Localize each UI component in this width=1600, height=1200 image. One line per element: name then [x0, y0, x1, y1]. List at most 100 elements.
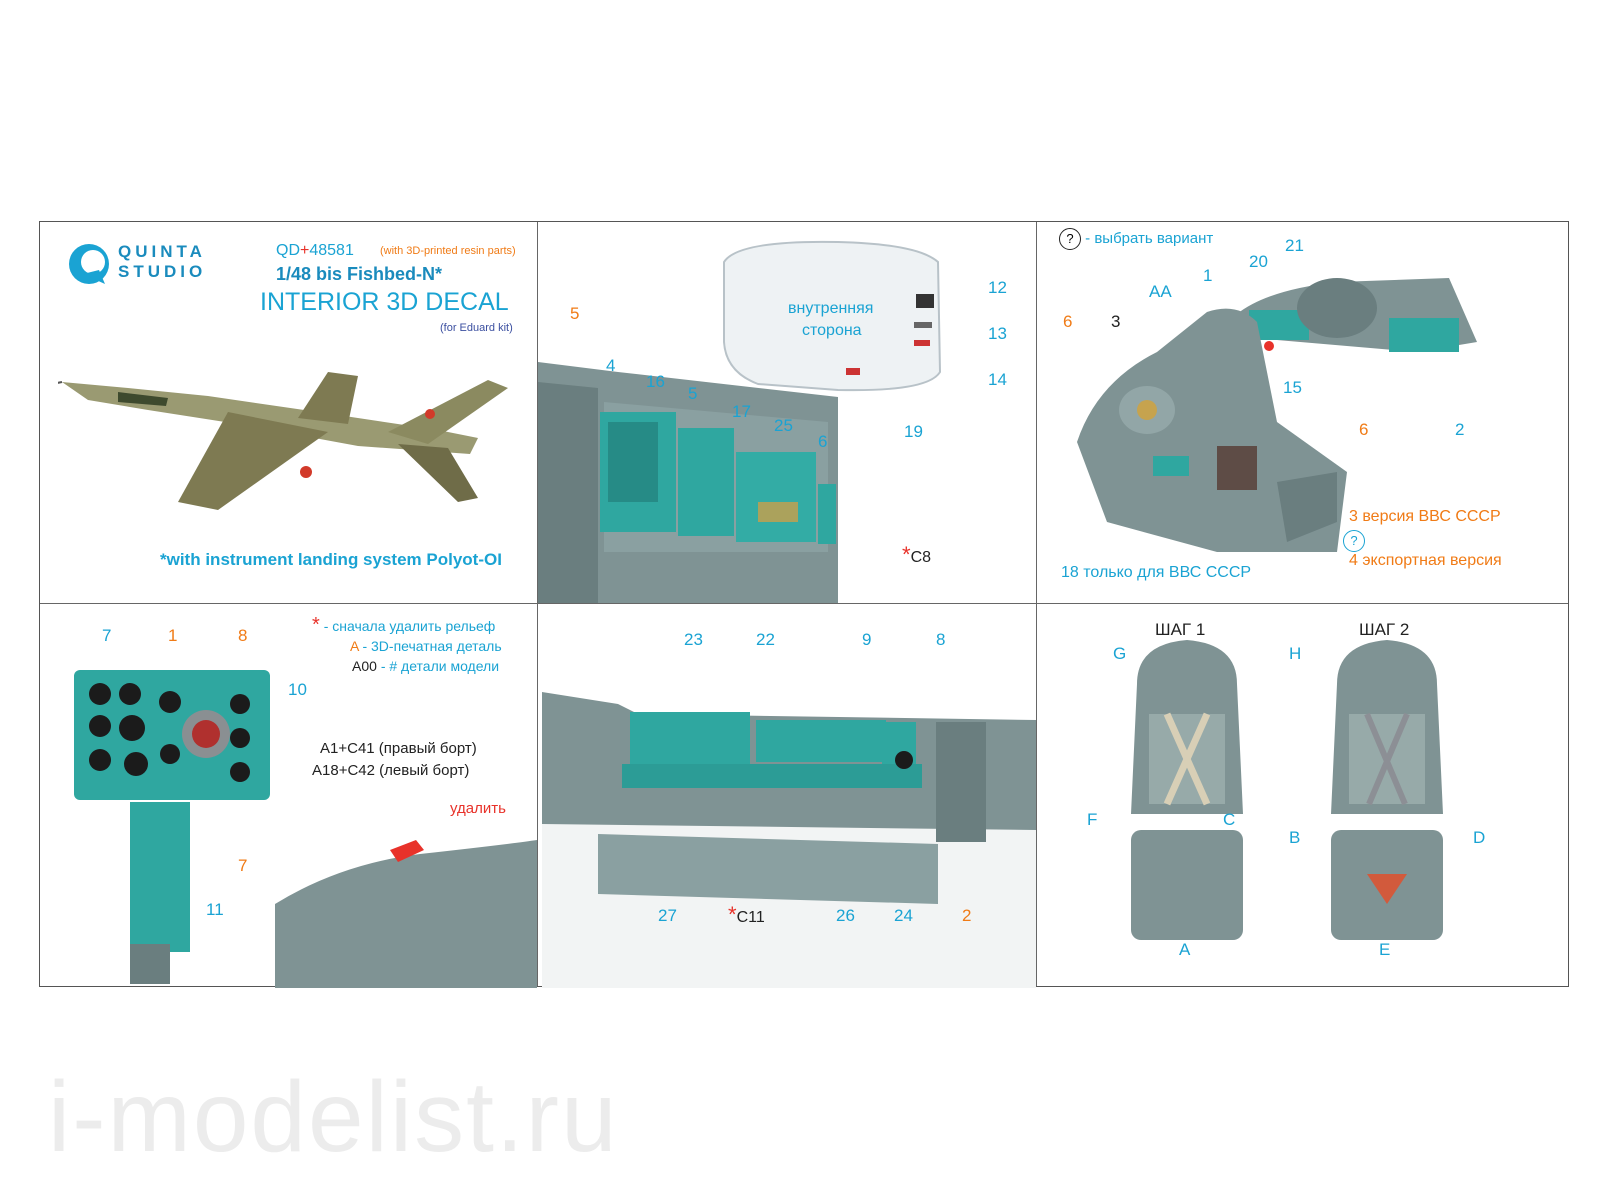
main-title: INTERIOR 3D DECAL: [260, 288, 509, 316]
part-label: E: [1379, 940, 1391, 959]
part-label: 17: [732, 402, 751, 421]
question-circle-icon: ?: [1343, 530, 1365, 552]
part-label: 23: [684, 630, 703, 649]
part-label: 8: [936, 630, 946, 649]
footnote: *with instrument landing system Polyot-O…: [160, 550, 502, 569]
resin-note: (with 3D-printed resin parts): [380, 245, 516, 257]
part-label: 22: [756, 630, 775, 649]
tub-illustration: [1077, 278, 1477, 552]
part-label: 13: [988, 324, 1007, 343]
version-3: 3 версия ВВС СССР: [1349, 508, 1501, 525]
c8-label: C8: [910, 549, 932, 566]
part-label: 10: [288, 680, 307, 699]
quinta-logo-icon: [69, 244, 109, 284]
part-label: 26: [836, 906, 855, 925]
legend-choose-text: - выбрать вариант: [1085, 230, 1214, 247]
grid-divider: [1036, 222, 1037, 986]
part-label: 1: [168, 626, 178, 645]
canopy-text-2: сторона: [802, 322, 862, 339]
legend-text: - # детали модели: [380, 658, 500, 674]
legend-row-a00: A00 - # детали модели: [352, 658, 499, 674]
part-label: D: [1473, 828, 1486, 847]
part-label: 3: [1111, 312, 1121, 331]
part-label: 25: [774, 416, 793, 435]
console-illustration: [538, 240, 942, 603]
c11-label: C11: [736, 909, 765, 926]
part-label: 5: [688, 384, 698, 403]
code-plus: +: [300, 242, 310, 259]
step-1: ШАГ 1: [1155, 620, 1206, 639]
legend-text: - 3D-печатная деталь: [362, 638, 502, 654]
part-label: 2: [1455, 420, 1465, 439]
right-side-note: A1+C41 (правый борт): [320, 740, 477, 757]
part-label: G: [1113, 644, 1127, 663]
legend-choose: ? - выбрать вариант: [1059, 228, 1213, 250]
part-label: B: [1289, 828, 1301, 847]
code-number: 48581: [309, 242, 354, 259]
part-label: 15: [1283, 378, 1302, 397]
right-console-illustration: [542, 692, 1036, 988]
ussr-only-note: 18 только для ВВС СССР: [1061, 564, 1252, 581]
star-mark: *: [728, 902, 737, 927]
part-label: 19: [904, 422, 923, 441]
part-label: F: [1087, 810, 1098, 829]
panel-instrument: 7 1 8 10 7 11 * - сначала удалить рельеф…: [40, 604, 537, 988]
product-code: QD+48581: [276, 242, 354, 260]
remove-note: удалить: [450, 800, 506, 817]
panel-cockpit-tub: ? - выбрать вариант 21 20 1 AA 6 3 15 6 …: [1037, 222, 1570, 603]
canopy-text-1: внутренняя: [788, 300, 874, 317]
grid-divider: [40, 603, 1568, 604]
code-prefix: QD: [276, 242, 300, 259]
part-label: 6: [1063, 312, 1073, 331]
seat-illustration: [1131, 640, 1443, 940]
legend-key: A00: [352, 658, 377, 674]
part-label: C: [1223, 810, 1236, 829]
part-label: 6: [1359, 420, 1369, 439]
part-label: 7: [102, 626, 112, 645]
part-label: 21: [1285, 236, 1304, 255]
panel-header: QUINTA STUDIO QD+48581 (with 3D-printed …: [40, 222, 537, 603]
part-label: A: [1179, 940, 1191, 959]
panel-side-console: внутренняя сторона 5 4 16 5 17 25 6 12 1…: [538, 222, 1036, 603]
brand-line-2: STUDIO: [118, 262, 207, 281]
instrument-illustration: [74, 670, 537, 988]
star-mark: *: [312, 614, 320, 636]
legend-text: - сначала удалить рельеф: [323, 618, 496, 634]
part-label: 16: [646, 372, 665, 391]
part-label: 14: [988, 370, 1007, 389]
part-label: 2: [962, 906, 972, 925]
legend-row-star: * - сначала удалить рельеф: [312, 614, 495, 637]
part-label: 12: [988, 278, 1007, 297]
part-label: 27: [658, 906, 677, 925]
part-label: 11: [206, 900, 224, 919]
step-2: ШАГ 2: [1359, 620, 1410, 639]
part-label: 6: [818, 432, 828, 451]
brand-line-1: QUINTA: [118, 242, 206, 261]
panel-right-console: 23 22 9 8 27 26 24 2 *C11: [538, 604, 1036, 988]
instruction-sheet: QUINTA STUDIO QD+48581 (with 3D-printed …: [39, 221, 1570, 988]
scale-title: 1/48 bis Fishbed-N*: [276, 264, 443, 284]
legend-key: A: [350, 638, 359, 654]
part-label: 24: [894, 906, 913, 925]
part-label: 7: [238, 856, 248, 875]
watermark: i-modelist.ru: [48, 1061, 619, 1173]
part-label: AA: [1149, 282, 1172, 301]
star-mark: *: [902, 542, 911, 567]
panel-seat: ШАГ 1 ШАГ 2 G F C A H B D E: [1037, 604, 1570, 988]
part-label: 8: [238, 626, 248, 645]
c11-callout: *C11: [728, 902, 765, 928]
aircraft-illustration: [58, 372, 508, 510]
kit-note: (for Eduard kit): [440, 322, 513, 334]
part-label: H: [1289, 644, 1302, 663]
c8-callout: *C8: [902, 542, 931, 568]
part-label: 20: [1249, 252, 1268, 271]
part-label: 1: [1203, 266, 1213, 285]
part-label: 4: [606, 356, 616, 375]
legend-row-a: A - 3D-печатная деталь: [350, 638, 502, 654]
part-label: 9: [862, 630, 872, 649]
left-side-note: A18+C42 (левый борт): [312, 762, 470, 779]
grid-divider: [537, 222, 538, 986]
part-label: 5: [570, 304, 580, 323]
version-4: 4 экспортная версия: [1349, 552, 1502, 569]
question-circle-icon: ?: [1059, 228, 1081, 250]
